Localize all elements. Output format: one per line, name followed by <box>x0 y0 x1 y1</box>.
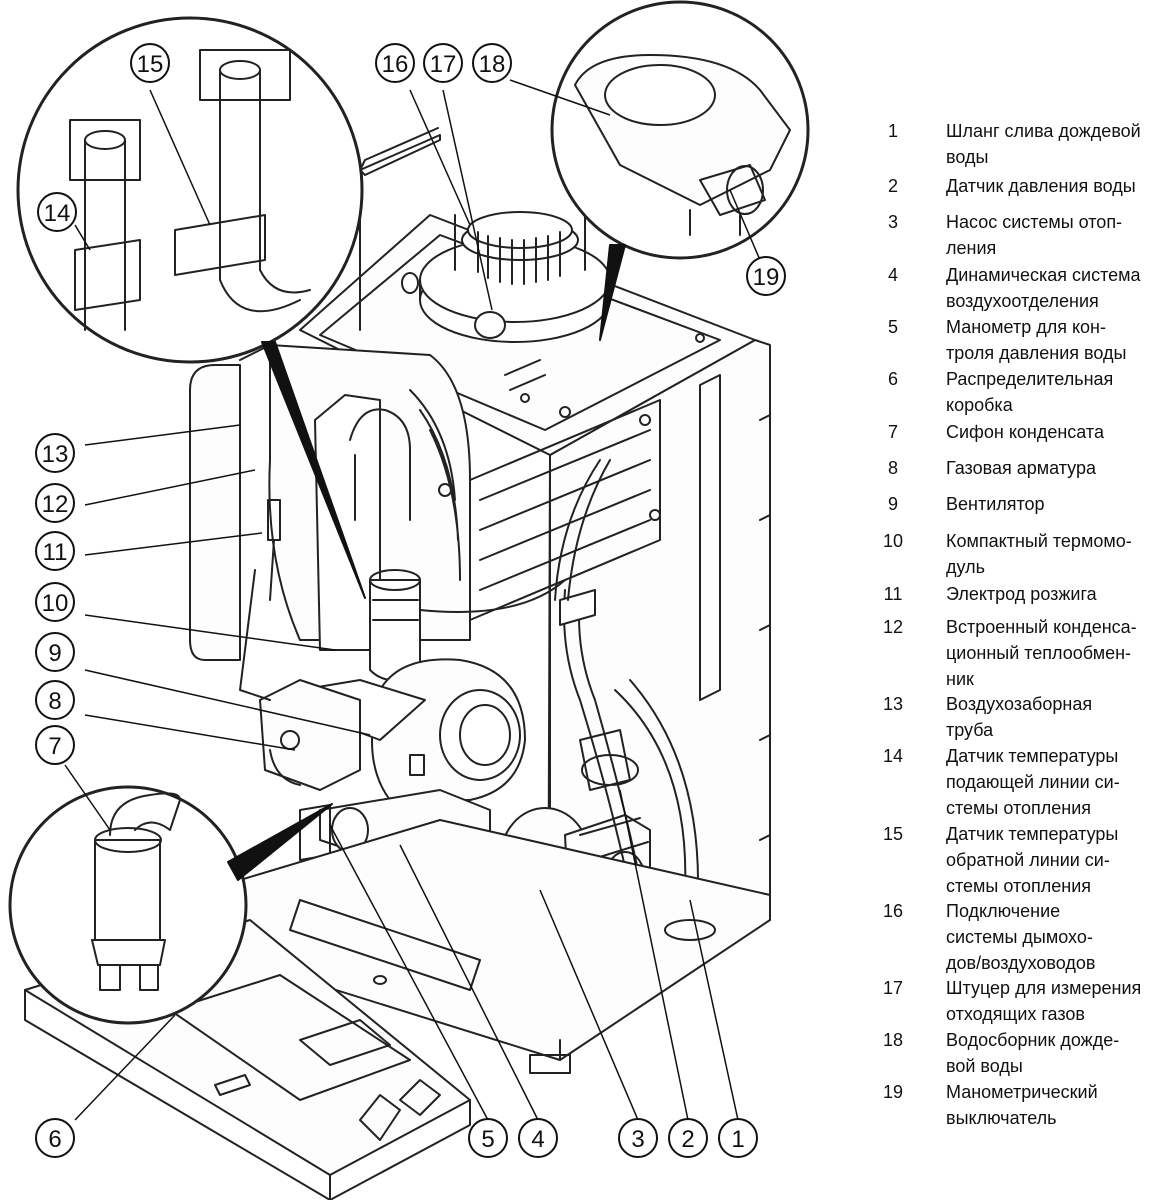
legend-number: 1 <box>887 121 898 141</box>
svg-text:7: 7 <box>48 733 61 760</box>
callout-2: 2 <box>668 1118 708 1158</box>
legend-label: Вентилятор <box>946 494 1045 514</box>
legend-number: 6 <box>887 369 898 389</box>
svg-text:12: 12 <box>42 491 69 518</box>
callout-12: 12 <box>35 483 75 523</box>
callout-16: 16 <box>375 43 415 83</box>
legend-label: Водосборник дожде-вой воды <box>946 1030 1120 1076</box>
legend-label: Манометр для кон-троля давления воды <box>946 317 1127 363</box>
inset-rainwater-collector <box>550 0 810 341</box>
legend-number: 7 <box>887 422 898 442</box>
legend-label: Компактный термомо-дуль <box>946 531 1132 577</box>
legend-label: Насос системы отоп-ления <box>946 212 1123 258</box>
fan <box>299 658 526 801</box>
legend-number: 15 <box>882 824 904 844</box>
legend-number: 4 <box>887 265 898 285</box>
callout-17: 17 <box>423 43 463 83</box>
callout-6: 6 <box>35 1118 75 1158</box>
legend-number: 2 <box>887 176 898 196</box>
legend-number: 10 <box>882 531 904 551</box>
callout-10: 10 <box>35 582 75 622</box>
svg-text:11: 11 <box>43 539 68 566</box>
leader-lines <box>64 79 761 1121</box>
legend-label: Электрод розжига <box>946 584 1097 604</box>
inset-temperature-sensors <box>16 16 366 599</box>
svg-text:6: 6 <box>48 1126 61 1153</box>
compact-thermal-module <box>314 394 421 681</box>
legend-number: 5 <box>887 317 898 337</box>
legend-number: 12 <box>882 617 904 637</box>
legend-label: Датчик давления воды <box>946 176 1136 196</box>
svg-text:5: 5 <box>481 1126 494 1153</box>
legend-number: 16 <box>882 901 904 921</box>
svg-text:15: 15 <box>137 51 164 78</box>
air-intake-tube <box>189 344 271 661</box>
callout-5: 5 <box>468 1118 508 1158</box>
legend-number: 13 <box>882 694 904 714</box>
svg-text:9: 9 <box>48 640 61 667</box>
legend-number: 11 <box>883 584 903 604</box>
boiler-exploded-drawing: 1 2 3 4 5 6 7 8 9 10 11 12 <box>8 0 810 1200</box>
svg-text:16: 16 <box>382 51 409 78</box>
svg-text:18: 18 <box>479 51 506 78</box>
svg-text:13: 13 <box>42 441 69 468</box>
callout-15: 15 <box>130 43 170 83</box>
callout-13: 13 <box>35 433 75 473</box>
inset-condensate-siphon <box>8 785 333 1025</box>
svg-text:14: 14 <box>44 200 71 227</box>
callout-7: 7 <box>35 725 75 765</box>
svg-text:4: 4 <box>531 1126 544 1153</box>
legend-number: 17 <box>882 978 904 998</box>
callout-8: 8 <box>35 680 75 720</box>
legend-number: 8 <box>887 458 898 478</box>
callout-9: 9 <box>35 632 75 672</box>
svg-text:8: 8 <box>48 688 61 715</box>
legend-number: 14 <box>882 746 904 766</box>
svg-text:10: 10 <box>42 590 69 617</box>
callout-18: 18 <box>472 43 512 83</box>
legend-number: 18 <box>882 1030 904 1050</box>
callout-1: 1 <box>718 1118 758 1158</box>
legend-label: Встроенный конденса-ционный теплообмен-н… <box>946 617 1137 689</box>
legend-number: 3 <box>887 212 898 232</box>
callout-4: 4 <box>518 1118 558 1158</box>
svg-text:3: 3 <box>631 1126 644 1153</box>
gas-valve <box>239 499 361 791</box>
legend-number: 9 <box>887 494 898 514</box>
callout-3: 3 <box>618 1118 658 1158</box>
callout-11: 11 <box>35 531 75 571</box>
svg-text:2: 2 <box>681 1126 694 1153</box>
svg-text:17: 17 <box>430 51 457 78</box>
callout-19: 19 <box>746 256 786 296</box>
legend-label: Газовая арматура <box>946 458 1097 478</box>
legend-number: 19 <box>882 1082 904 1102</box>
svg-text:19: 19 <box>753 264 780 291</box>
legend-label: Сифон конденсата <box>946 422 1104 442</box>
callout-14: 14 <box>37 192 77 232</box>
svg-text:1: 1 <box>731 1126 744 1153</box>
